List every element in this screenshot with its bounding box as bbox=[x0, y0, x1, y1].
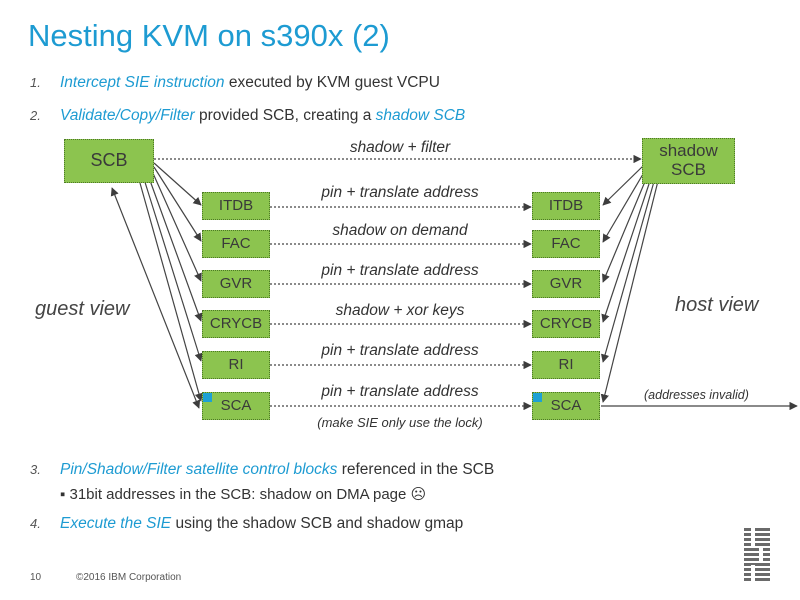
block-label: GVR bbox=[219, 274, 253, 292]
guest-block-sca: SCA bbox=[202, 392, 270, 420]
row-label-gvr: pin + translate address bbox=[321, 262, 479, 279]
block-label: FAC bbox=[551, 234, 581, 252]
addresses-invalid-label: (addresses invalid) bbox=[644, 388, 749, 402]
shadow-scb-box: shadow SCB bbox=[642, 138, 735, 184]
step-text: executed by KVM guest VCPU bbox=[224, 74, 440, 91]
ibm-logo-icon bbox=[744, 528, 770, 581]
step-text: provided SCB, creating a bbox=[194, 107, 376, 124]
block-label: RI bbox=[228, 355, 244, 373]
step-3: 3. Pin/Shadow/Filter satellite control bl… bbox=[30, 461, 494, 479]
step-highlight: Intercept SIE instruction bbox=[60, 74, 225, 91]
copyright: ©2016 IBM Corporation bbox=[76, 572, 182, 583]
guest-block-itdb: ITDB bbox=[202, 192, 270, 220]
guest-block-crycb: CRYCB bbox=[202, 310, 270, 338]
page-number: 10 bbox=[30, 572, 42, 583]
step-highlight: Execute the SIE bbox=[60, 515, 172, 532]
block-label: SCA bbox=[550, 396, 582, 414]
block-label: CRYCB bbox=[209, 314, 263, 332]
host-block-sca: SCA bbox=[532, 392, 600, 420]
scb-label: SCB bbox=[90, 150, 128, 171]
step-number: 2. bbox=[30, 108, 41, 123]
shadow-scb-label-line2: SCB bbox=[671, 160, 706, 179]
row-label-crycb: shadow + xor keys bbox=[335, 302, 465, 319]
step-text: using the shadow SCB and shadow gmap bbox=[171, 515, 464, 532]
guest-block-ri: RI bbox=[202, 351, 270, 379]
host-block-crycb: CRYCB bbox=[532, 310, 600, 338]
step-highlight: Validate/Copy/Filter bbox=[60, 107, 195, 124]
block-label: ITDB bbox=[548, 196, 584, 214]
row-label-fac: shadow on demand bbox=[332, 222, 468, 239]
row-label-sca: pin + translate address bbox=[321, 383, 479, 400]
step-3-sub-bullet: ▪ 31bit addresses in the SCB: shadow on … bbox=[60, 486, 427, 503]
step-highlight-2: shadow SCB bbox=[375, 107, 466, 124]
host-block-itdb: ITDB bbox=[532, 192, 600, 220]
block-label: FAC bbox=[221, 234, 251, 252]
scb-box: SCB bbox=[64, 139, 154, 183]
guest-block-fac: FAC bbox=[202, 230, 270, 258]
step-number: 4. bbox=[30, 516, 41, 531]
block-label: CRYCB bbox=[539, 314, 593, 332]
host-view-label: host view bbox=[675, 294, 759, 316]
row-label-itdb: pin + translate address bbox=[321, 184, 479, 201]
step-number: 3. bbox=[30, 462, 41, 477]
step-number: 1. bbox=[30, 75, 41, 90]
host-block-ri: RI bbox=[532, 351, 600, 379]
host-block-fac: FAC bbox=[532, 230, 600, 258]
block-label: SCA bbox=[220, 396, 252, 414]
host-block-gvr: GVR bbox=[532, 270, 600, 298]
sca-note: (make SIE only use the lock) bbox=[317, 415, 483, 430]
sca-marker-icon bbox=[203, 393, 212, 402]
sca-marker-icon bbox=[533, 393, 542, 402]
step-4: 4. Execute the SIE using the shadow SCB a… bbox=[30, 515, 463, 533]
guest-view-label: guest view bbox=[35, 298, 130, 320]
scb-arrow-label: shadow + filter bbox=[349, 139, 451, 156]
block-label: ITDB bbox=[218, 196, 254, 214]
page-title: Nesting KVM on s390x (2) bbox=[28, 18, 390, 53]
step-highlight: Pin/Shadow/Filter satellite control bloc… bbox=[60, 461, 338, 478]
row-label-ri: pin + translate address bbox=[321, 342, 479, 359]
shadow-scb-label-line1: shadow bbox=[659, 141, 718, 161]
guest-block-gvr: GVR bbox=[202, 270, 270, 298]
step-1: 1. Intercept SIE instruction executed by … bbox=[30, 74, 440, 92]
block-label: GVR bbox=[549, 274, 583, 292]
block-label: RI bbox=[558, 355, 574, 373]
step-2: 2. Validate/Copy/Filter provided SCB, cre… bbox=[30, 107, 465, 125]
step-text: referenced in the SCB bbox=[337, 461, 495, 478]
